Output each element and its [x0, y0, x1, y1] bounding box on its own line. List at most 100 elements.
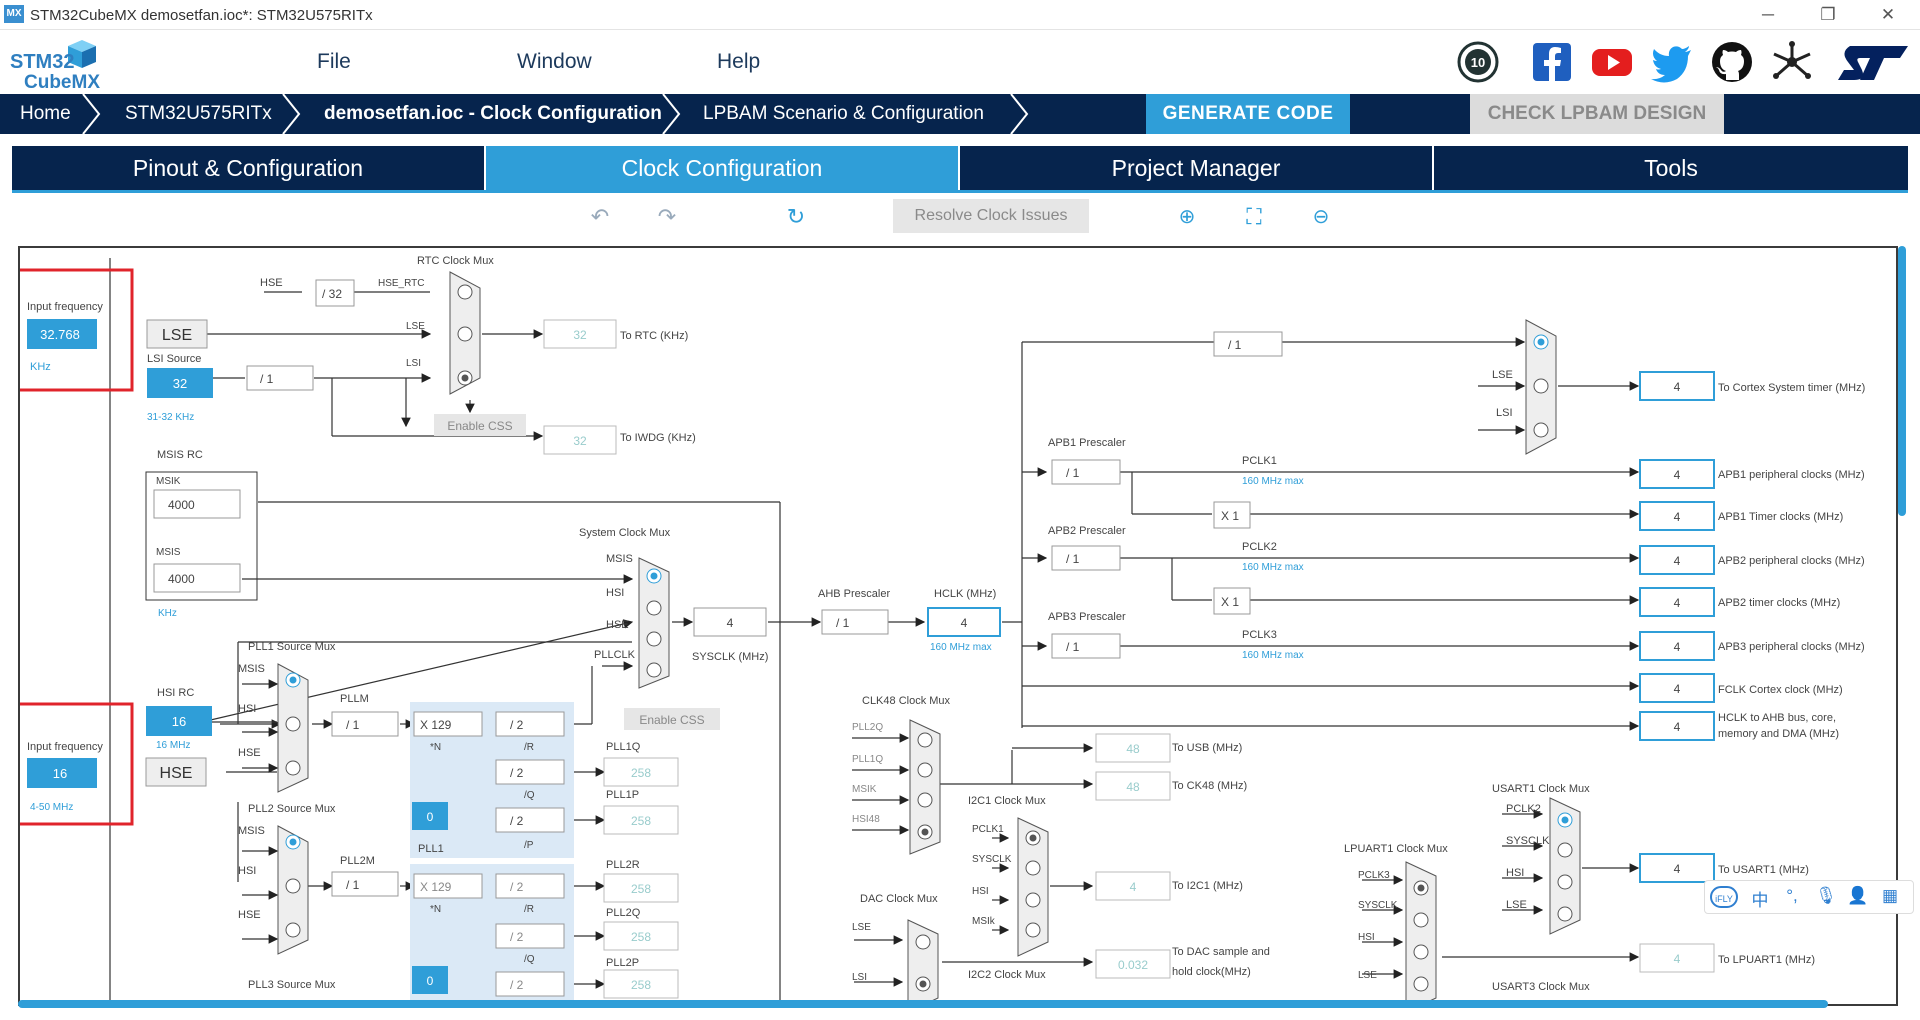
rtc-mux-radio-hse[interactable] — [457, 284, 473, 300]
anniversary-10-icon[interactable]: 10 — [1456, 40, 1500, 84]
pll1-q-select[interactable] — [495, 759, 565, 785]
window-titlebar: MX STM32CubeMX demosetfan.ioc*: STM32U57… — [0, 0, 1920, 30]
ahb-prescaler-select[interactable] — [821, 609, 889, 635]
grid-icon[interactable]: ▦ — [1881, 886, 1899, 905]
pll2m-select[interactable] — [331, 871, 399, 897]
breadcrumb-project[interactable]: demosetfan.ioc - Clock Configuration — [324, 103, 662, 124]
hclk-ahb-label1: HCLK to AHB bus, core, — [1718, 712, 1836, 724]
menu-file[interactable]: File — [317, 50, 351, 73]
tab-project-manager[interactable]: Project Manager — [960, 146, 1434, 190]
tab-clock-configuration[interactable]: Clock Configuration — [486, 146, 960, 190]
lsi-range: 31-32 KHz — [147, 412, 194, 423]
check-lpbam-design-button[interactable]: CHECK LPBAM DESIGN — [1470, 94, 1724, 134]
lpuart1-radio-lse[interactable] — [1413, 976, 1429, 992]
zoom-out-icon[interactable]: ⊖ — [1312, 206, 1330, 228]
pll1-src-radio-hsi[interactable] — [285, 716, 301, 732]
apb3-prescaler-select[interactable] — [1051, 633, 1121, 659]
ifly-logo[interactable]: iFLY — [1710, 886, 1738, 908]
generate-code-button[interactable]: GENERATE CODE — [1146, 94, 1350, 134]
network-icon[interactable] — [1770, 40, 1814, 84]
pll2q-out-value: 258 — [631, 930, 651, 944]
pll1-n-select[interactable] — [413, 711, 483, 737]
pllm-select[interactable] — [331, 711, 399, 737]
pll1-p-select[interactable] — [495, 807, 565, 833]
st-logo[interactable] — [1836, 40, 1910, 84]
clk48-radio-pll2q[interactable] — [917, 732, 933, 748]
breadcrumb-home[interactable]: Home — [20, 103, 71, 124]
pll2-q-select[interactable] — [495, 923, 565, 949]
sys-mux-radio-hsi[interactable] — [646, 600, 662, 616]
pll1q-out-value: 258 — [631, 766, 651, 780]
redo-icon[interactable]: ↷ — [657, 204, 677, 229]
hse-input-field[interactable] — [27, 758, 97, 788]
lse-input-field[interactable] — [27, 319, 97, 349]
pll2-n-select[interactable] — [413, 873, 483, 899]
pll1-src-radio-hse[interactable] — [285, 760, 301, 776]
refresh-icon[interactable]: ↻ — [786, 204, 806, 229]
msis-select[interactable] — [153, 563, 241, 593]
clk48-radio-msik[interactable] — [917, 792, 933, 808]
systick-mux-radio-lsi[interactable] — [1533, 422, 1549, 438]
breadcrumb-lpbam[interactable]: LPBAM Scenario & Configuration — [703, 103, 984, 124]
horizontal-scrollbar[interactable] — [18, 1000, 1828, 1008]
punctuation-icon[interactable]: °, — [1786, 886, 1798, 905]
clk48-radio-pll1q[interactable] — [917, 762, 933, 778]
fit-to-screen-icon[interactable]: ⛶ — [1246, 204, 1262, 229]
usart1-radio-hsi[interactable] — [1557, 874, 1573, 890]
microphone-icon[interactable]: 🎙 — [1815, 886, 1837, 905]
sys-mux-radio-pllclk[interactable] — [646, 662, 662, 678]
tab-pinout-configuration[interactable]: Pinout & Configuration — [12, 146, 486, 190]
close-button[interactable]: ✕ — [1880, 5, 1896, 24]
pll2-p-select[interactable] — [495, 971, 565, 997]
twitter-icon[interactable] — [1650, 40, 1694, 84]
rtc-enable-css-button[interactable] — [434, 414, 526, 436]
dac-radio-lse[interactable] — [915, 934, 931, 950]
breadcrumb-chip[interactable]: STM32U575RITx — [125, 103, 272, 124]
systick-mux-radio-lse[interactable] — [1533, 378, 1549, 394]
systick-divider-select[interactable] — [1213, 331, 1283, 357]
lse-highlight-box — [20, 268, 134, 392]
i2c1-radio-sysclk[interactable] — [1025, 860, 1041, 876]
usart1-radio-sysclk[interactable] — [1557, 842, 1573, 858]
lpuart1-radio-hsi[interactable] — [1413, 944, 1429, 960]
pll2-frac-field[interactable] — [412, 966, 448, 994]
usart1-radio-lse[interactable] — [1557, 906, 1573, 922]
menu-window[interactable]: Window — [517, 50, 592, 73]
menu-help[interactable]: Help — [717, 50, 761, 73]
github-icon[interactable] — [1710, 40, 1754, 84]
youtube-icon[interactable] — [1590, 40, 1634, 84]
hse-block — [145, 757, 207, 787]
minimize-button[interactable]: ─ — [1761, 5, 1775, 24]
resolve-clock-issues-button[interactable]: Resolve Clock Issues — [893, 199, 1089, 233]
sys-mux-radio-hse[interactable] — [646, 631, 662, 647]
pll2-src-radio-hsi[interactable] — [285, 878, 301, 894]
chinese-input-icon[interactable]: 中 — [1751, 891, 1769, 910]
user-icon[interactable]: 👤 — [1847, 886, 1869, 905]
i2c1-radio-msik[interactable] — [1025, 922, 1041, 938]
zoom-in-icon[interactable]: ⊕ — [1178, 206, 1196, 228]
i2c1-radio-hsi[interactable] — [1025, 892, 1041, 908]
lpuart1-mux-title: LPUART1 Clock Mux — [1344, 843, 1448, 855]
lsi-divider-select[interactable] — [246, 365, 314, 391]
lpuart1-radio-sysclk[interactable] — [1413, 912, 1429, 928]
facebook-icon[interactable] — [1530, 40, 1574, 84]
usart3-mux-title: USART3 Clock Mux — [1492, 981, 1590, 993]
pll1-r-select[interactable] — [495, 711, 565, 737]
rtc-mux-radio-lse[interactable] — [457, 326, 473, 342]
restore-button[interactable]: ❐ — [1820, 5, 1836, 24]
pll2-r-select[interactable] — [495, 873, 565, 899]
pll1-frac-field[interactable] — [412, 802, 448, 830]
lsi-value-field[interactable] — [147, 368, 213, 398]
sys-enable-css-button[interactable] — [624, 708, 720, 730]
hclk-input[interactable] — [927, 607, 1001, 637]
pll2-src-radio-hse[interactable] — [285, 922, 301, 938]
apb1-prescaler-select[interactable] — [1051, 459, 1121, 485]
undo-icon[interactable]: ↶ — [590, 204, 610, 229]
apb2-prescaler-select[interactable] — [1051, 545, 1121, 571]
hse-input-range: 4-50 MHz — [30, 802, 73, 813]
hsi-unit: 16 MHz — [156, 740, 190, 751]
vertical-scrollbar[interactable] — [1898, 246, 1906, 516]
hsi-field[interactable] — [146, 706, 212, 736]
msik-select[interactable] — [153, 489, 241, 519]
tab-tools[interactable]: Tools — [1644, 155, 1698, 181]
